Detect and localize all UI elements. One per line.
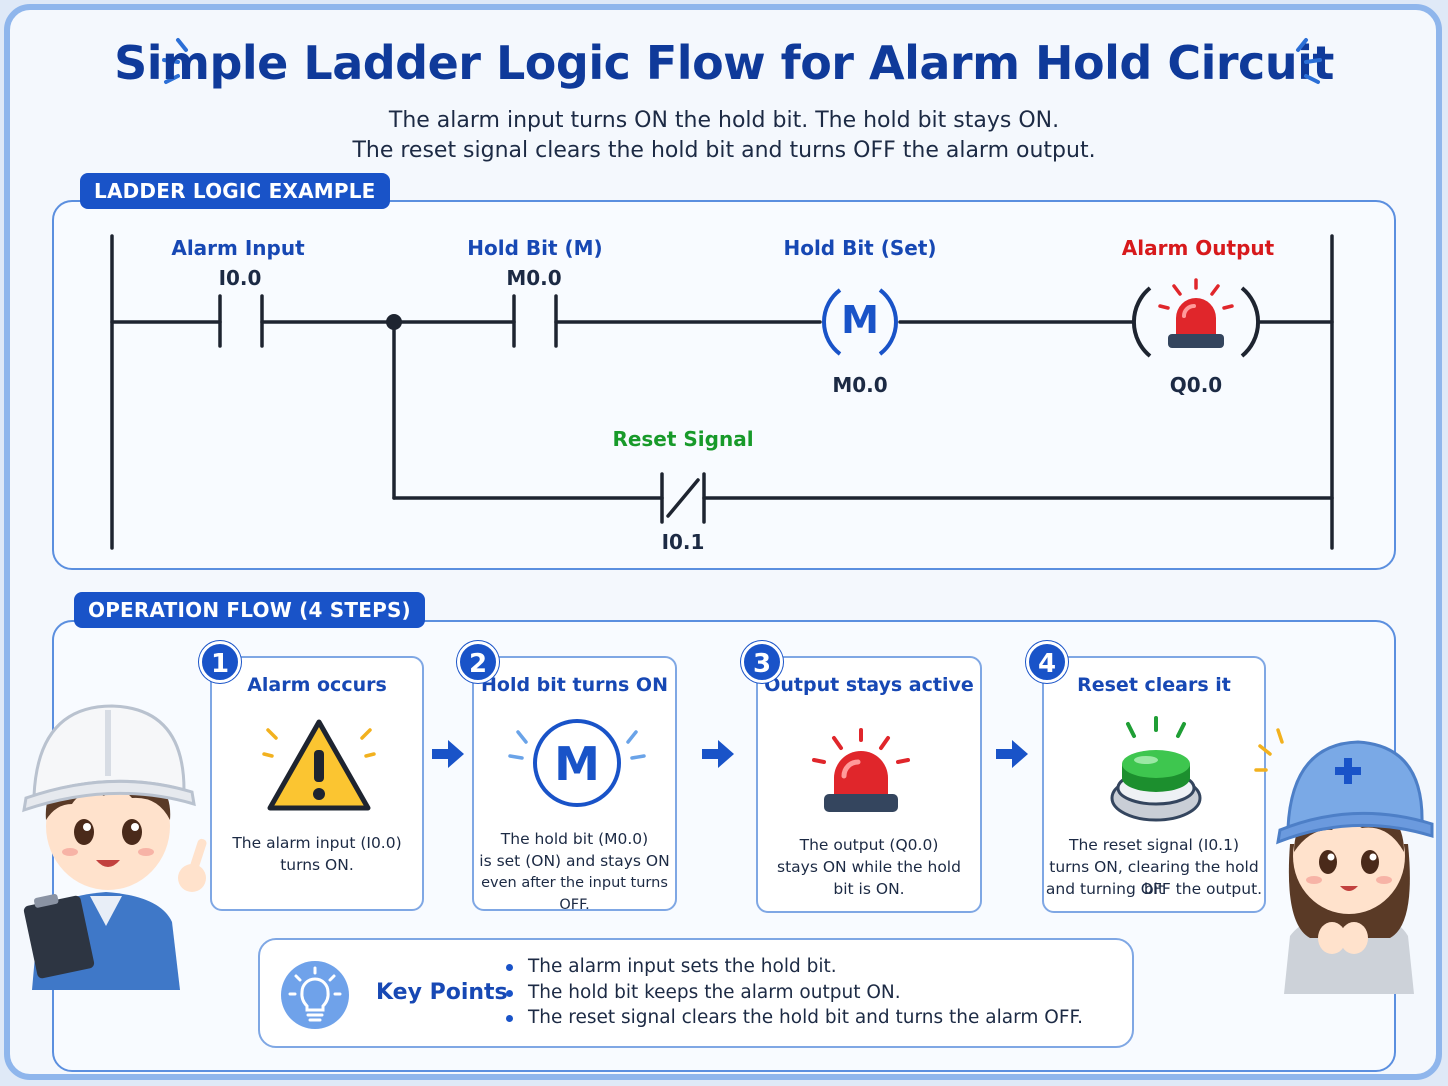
title-sparkle-right-icon [1296,38,1322,84]
arrow-right-icon [702,740,734,768]
ladder-section-tab: LADDER LOGIC EXAMPLE [80,173,390,209]
step-2-desc-2: is set (ON) and stays ON [479,852,670,870]
step-1-badge: 1 [199,641,241,683]
alarm-output-light-icon [1158,278,1234,348]
hold-coil-right-arc [878,288,898,356]
hold-coil-left-arc [822,288,842,356]
hold-coil-address: M0.0 [832,373,888,397]
title-sparkle-left-icon [162,38,188,84]
step-2-title: Hold bit turns ON [481,674,668,696]
step-2-badge: 2 [457,641,499,683]
step-4-desc-1: The reset signal (I0.1) [1068,836,1240,854]
step-3-desc-1: The output (Q0.0) [799,836,939,854]
hold-contact-label: Hold Bit (M) [467,236,603,260]
step-1-desc-2: turns ON. [280,856,354,874]
reset-signal-address: I0.1 [661,530,705,554]
step-1-desc-1: The alarm input (I0.0) [232,834,402,852]
green-button-icon [1110,716,1202,822]
alarm-input-address: I0.0 [218,266,262,290]
step-1-title: Alarm occurs [247,674,387,696]
step-3-title: Output stays active [764,674,974,696]
key-points-label: Key Points [376,980,508,1005]
key-point-item: The hold bit keeps the alarm output ON. [504,980,1083,1006]
step-4-desc-3: and turning OFF the output. [1045,880,1263,898]
step-3-desc-3: bit is ON. [833,880,905,898]
arrow-right-icon [432,740,464,768]
step-4-title: Reset clears it [1077,674,1231,696]
step-2-desc-1: The hold bit (M0.0) [500,830,649,848]
page-title: Simple Ladder Logic Flow for Alarm Hold … [114,36,1334,90]
step-3-desc-2: stays ON while the hold [777,858,961,876]
alarm-output-address: Q0.0 [1169,373,1223,397]
branch-junction-dot [386,314,402,330]
key-points-box: Key Points The alarm input sets the hold… [258,938,1134,1048]
engineer-girl-illustration [1254,728,1434,994]
alarm-light-icon [812,728,910,812]
key-points-list: The alarm input sets the hold bit. The h… [504,954,1083,1031]
step-card-1: Alarm occurs The alarm input (I0.0) turn… [210,656,424,911]
ladder-diagram [110,234,1334,550]
subtitle-line-2: The reset signal clears the hold bit and… [352,138,1096,163]
hold-coil-label: Hold Bit (Set) [783,236,937,260]
step-card-3: Output stays active The output (Q0.0) st… [756,656,982,913]
arrow-right-icon [996,740,1028,768]
engineer-boy-illustration [22,704,207,990]
step-card-4: Reset clears it The reset signal (I0.1) … [1042,656,1266,913]
step-card-2: Hold bit turns ON M The hold bit (M0.0) … [472,656,677,913]
alarm-input-label: Alarm Input [171,236,305,260]
lightbulb-icon [281,961,349,1029]
m-coil-icon: M [508,719,646,807]
warning-icon [262,719,376,811]
subtitle-line-1: The alarm input turns ON the hold bit. T… [388,108,1060,133]
hold-contact-address: M0.0 [506,266,562,290]
step-2-desc-3: even after the input turns OFF. [481,875,668,913]
reset-signal-label: Reset Signal [612,427,754,451]
key-point-item: The reset signal clears the hold bit and… [504,1005,1083,1031]
svg-text:M: M [554,737,600,791]
key-point-item: The alarm input sets the hold bit. [504,954,1083,980]
step-3-badge: 3 [741,641,783,683]
alarm-output-label: Alarm Output [1121,236,1275,260]
step-4-badge: 4 [1026,641,1068,683]
hold-coil-symbol: M [841,298,879,342]
ladder-section [52,200,1396,570]
flow-section-tab: OPERATION FLOW (4 STEPS) [74,592,425,628]
step-4-desc-2: turns ON, clearing the hold bit [1049,858,1259,898]
